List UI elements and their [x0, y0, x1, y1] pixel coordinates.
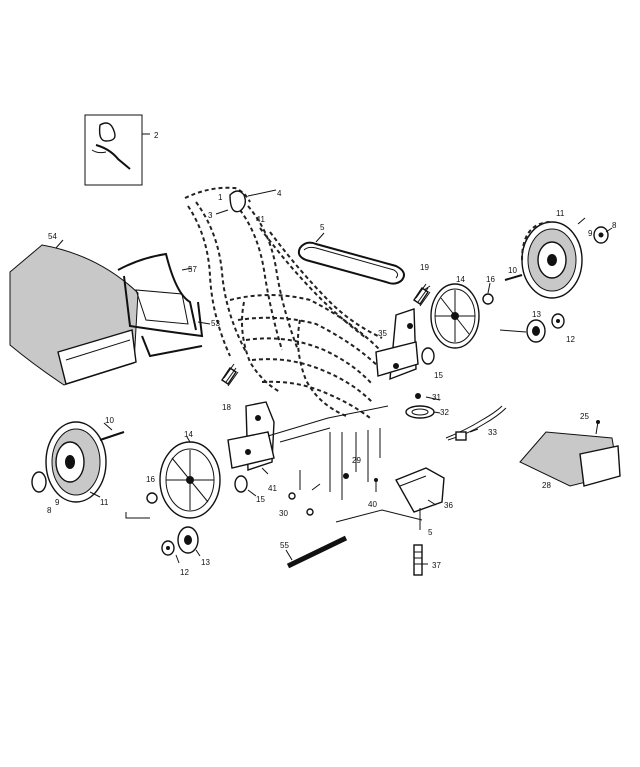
bushing-31	[415, 393, 421, 399]
gear-13-right	[526, 319, 546, 343]
callout-19-right: 19	[420, 263, 429, 272]
hubcap-right	[593, 226, 609, 244]
callout-8-left: 8	[47, 506, 52, 515]
handle-assembly-dashed	[184, 186, 383, 419]
callout-5-bottom: 5	[428, 528, 433, 537]
bushing-29	[288, 492, 296, 500]
spring-18-left	[221, 363, 239, 387]
drive-bracket-left	[227, 401, 275, 471]
bushing-30	[306, 508, 314, 516]
axle-bolt-left	[99, 431, 125, 441]
callout-40: 40	[368, 500, 377, 509]
gear-13-left	[177, 526, 199, 554]
callout-12-left: 12	[180, 568, 189, 577]
callout-41-top: 41	[256, 215, 265, 224]
drive-gear-disc-right	[430, 283, 480, 349]
callout-1: 1	[218, 193, 223, 202]
nut-12-right	[551, 313, 565, 329]
axle-bolt-right	[504, 274, 523, 281]
screw-25	[595, 420, 600, 435]
bag-frame-57	[117, 252, 204, 358]
pulley-32	[405, 405, 435, 419]
callout-25: 25	[580, 412, 589, 421]
hubcap-left	[31, 471, 47, 493]
rear-wheel-left	[45, 421, 107, 503]
washer-16-left	[146, 492, 158, 504]
drive-bracket-right	[375, 308, 419, 381]
callout-33: 33	[488, 428, 497, 437]
transmission-assembly	[394, 467, 445, 576]
pinion-15-right	[421, 347, 435, 365]
callout-13-left: 13	[201, 558, 210, 567]
bolt-40	[374, 478, 378, 492]
deflector-28	[519, 431, 621, 487]
callout-30: 30	[279, 509, 288, 518]
callout-10-right: 10	[508, 266, 517, 275]
callout-32: 32	[440, 408, 449, 417]
pinion-15-left	[234, 475, 248, 493]
callout-10-left: 10	[105, 416, 114, 425]
handle-bracket-top	[215, 189, 277, 215]
leader-lines	[55, 217, 613, 565]
callout-31: 31	[432, 393, 441, 402]
callout-4: 4	[277, 189, 282, 198]
inset-part-2	[84, 114, 150, 186]
callout-35: 35	[378, 329, 387, 338]
spring-18-right	[413, 283, 431, 307]
callout-13-right: 13	[532, 310, 541, 319]
callout-41-left: 41	[268, 484, 277, 493]
callout-8-right: 8	[612, 221, 617, 230]
callout-16-left: 16	[146, 475, 155, 484]
callout-5-top: 5	[320, 223, 325, 232]
callout-55: 55	[280, 541, 289, 550]
callout-11-right: 11	[556, 209, 565, 218]
callout-2: 2	[154, 131, 159, 140]
callout-12-right: 12	[566, 335, 575, 344]
callout-9-left: 9	[55, 498, 60, 507]
callout-9-right: 9	[588, 229, 593, 238]
callout-29: 29	[352, 456, 361, 465]
callout-14-left: 14	[184, 430, 193, 439]
callout-54: 54	[48, 232, 57, 241]
callout-37: 37	[432, 561, 441, 570]
callout-3: 3	[208, 211, 213, 220]
grass-bag-54	[9, 244, 139, 386]
callout-14-right: 14	[456, 275, 465, 284]
callout-15-right: 15	[434, 371, 443, 380]
callout-36: 36	[444, 501, 453, 510]
callout-labels: 2 4 3 1 41 5 11 8 9 10 16 14 19 13 12 15…	[47, 131, 617, 577]
callout-53: 53	[211, 319, 220, 328]
callout-15-left: 15	[256, 495, 265, 504]
washer-16-right	[482, 293, 494, 305]
drive-belt	[297, 232, 405, 285]
callout-11-left: 11	[100, 498, 109, 507]
bolt-36	[343, 473, 349, 479]
rear-wheel-right	[521, 221, 583, 299]
callout-16-right: 16	[486, 275, 495, 284]
rod-55	[286, 535, 348, 569]
drive-gear-disc-left	[159, 441, 221, 519]
cable-33	[445, 405, 507, 441]
callout-57: 57	[188, 265, 197, 274]
callout-18-left: 18	[222, 403, 231, 412]
nut-12-left	[161, 540, 175, 556]
callout-28: 28	[542, 481, 551, 490]
